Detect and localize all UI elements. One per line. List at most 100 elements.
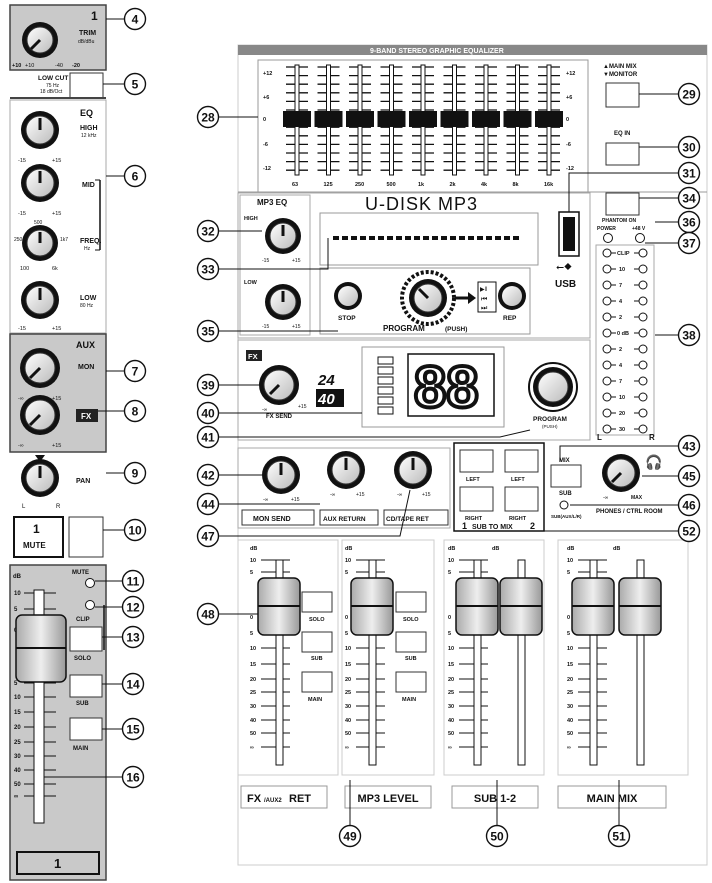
sub-button[interactable]	[301, 631, 333, 653]
stop-button[interactable]	[334, 282, 362, 310]
mute-button-frame[interactable]	[13, 516, 64, 558]
mp3-section: MP3 EQ HIGH -15 +15 LOW -15 +15 U-DISK M…	[237, 192, 591, 339]
lowcut-slope: 18 dB/Oct	[40, 89, 63, 95]
callout-circle	[196, 401, 220, 425]
geq-band-slider[interactable]	[377, 64, 406, 176]
cd-tape-label: CD/TAPE RET	[386, 516, 429, 523]
eq-mid-label: MID	[82, 182, 95, 189]
clip-label: CLIP	[76, 617, 90, 623]
trim-min-b: +10	[25, 63, 34, 69]
sub1-right-button[interactable]	[459, 486, 494, 512]
callout-circle	[123, 359, 147, 383]
callout-number: 29	[682, 88, 696, 102]
mix-sub-select-button[interactable]	[550, 464, 582, 488]
phantom-button[interactable]	[605, 192, 640, 216]
main-mix-monitor-button[interactable]	[605, 82, 640, 108]
main-button[interactable]	[69, 717, 103, 741]
mp3-eq-label: MP3 EQ	[257, 198, 287, 207]
mon-send-knob[interactable]	[262, 456, 300, 494]
sub2-right-button[interactable]	[504, 486, 539, 512]
fader-tick-label: 10	[250, 646, 256, 652]
fader-tick-label: 15	[567, 662, 573, 668]
geq-band-slider[interactable]	[472, 64, 500, 176]
fader-db-label: dB	[492, 546, 499, 552]
eq-freq-min: 250	[14, 237, 23, 243]
eq-in-button[interactable]	[605, 142, 640, 166]
phones-knob[interactable]	[602, 454, 640, 492]
repeat-button[interactable]	[498, 282, 526, 310]
aux-return-knob[interactable]	[327, 451, 365, 489]
meter-level-label: 7	[619, 283, 622, 289]
mp3-low-knob[interactable]	[265, 284, 301, 320]
fader-slot	[589, 559, 598, 766]
geq-title-bar	[238, 45, 707, 55]
callout-number: 10	[128, 524, 142, 538]
fader-slot	[368, 559, 377, 766]
solo-button[interactable]	[69, 626, 103, 652]
fader-cap[interactable]	[499, 577, 543, 636]
callout-circle	[338, 824, 362, 848]
aux-mon-min: -∞	[18, 396, 24, 402]
solo-button[interactable]	[301, 591, 333, 613]
meter-led-right	[638, 376, 648, 386]
fx-preset-bar	[377, 396, 394, 405]
meter-led-left	[602, 248, 612, 258]
main-button[interactable]	[301, 671, 333, 693]
meter-led-left	[602, 264, 612, 274]
callout-circle	[677, 231, 701, 255]
fader-cap[interactable]	[350, 577, 394, 636]
geq-band-slider[interactable]	[346, 64, 374, 176]
mp3-high-knob[interactable]	[265, 218, 301, 254]
sub-button[interactable]	[395, 631, 427, 653]
aux-mon-knob[interactable]	[20, 348, 60, 388]
channel-fader-cap[interactable]	[15, 614, 67, 683]
eq-low-knob[interactable]	[21, 281, 59, 319]
fader-tick-label: 5	[567, 570, 570, 576]
geq-band-slider[interactable]	[314, 64, 343, 176]
lowcut-button[interactable]	[69, 72, 104, 99]
solo-label: SOLO	[74, 656, 91, 662]
program-push-knob[interactable]	[400, 270, 456, 326]
aux-fx-knob[interactable]	[20, 395, 60, 435]
fader-tick-label: 5	[345, 570, 348, 576]
fx-send-max: +15	[298, 404, 307, 410]
callout-number: 28	[201, 111, 215, 125]
sub1-left-button[interactable]	[459, 449, 494, 473]
geq-band-slider[interactable]	[409, 64, 437, 176]
sub2-left-button[interactable]	[504, 449, 539, 473]
geq-scale-right-label: -12	[566, 166, 574, 172]
mp3-low-label: LOW	[244, 280, 258, 286]
geq-band-slider[interactable]	[440, 64, 469, 176]
eq-high-knob[interactable]	[21, 111, 59, 149]
fader-cap[interactable]	[618, 577, 662, 636]
eq-mid-knob[interactable]	[21, 164, 59, 202]
fx-program-knob[interactable]	[528, 362, 578, 412]
fx-send-knob[interactable]	[259, 365, 299, 405]
main-button[interactable]	[395, 671, 427, 693]
solo-button[interactable]	[395, 591, 427, 613]
trim-knob[interactable]	[22, 22, 58, 58]
cd-tape-knob[interactable]	[394, 451, 432, 489]
main-mix-label: ▲MAIN MIX	[603, 64, 637, 70]
geq-band-slider[interactable]	[503, 64, 532, 176]
pan-knob[interactable]	[21, 459, 59, 497]
callout-circle	[121, 765, 145, 789]
geq-band-slider[interactable]	[535, 64, 563, 176]
aux-fx-min: -∞	[18, 443, 24, 449]
sub2-left-label: LEFT	[511, 477, 525, 483]
callout-circle	[196, 219, 220, 243]
fader-cap[interactable]	[257, 577, 301, 636]
callout-circle	[196, 602, 220, 626]
fader-cap[interactable]	[571, 577, 615, 636]
meter-led-left	[602, 424, 612, 434]
fader-tick-label: 10	[345, 558, 351, 564]
fader-db-label: dB	[448, 546, 455, 552]
mp3-low-max: +15	[292, 324, 301, 330]
trim-max-b: -20	[72, 63, 80, 69]
sub-button[interactable]	[69, 674, 103, 698]
geq-band-slider[interactable]	[283, 64, 311, 176]
fader-cap[interactable]	[455, 577, 499, 636]
meter-led-left	[602, 408, 612, 418]
eq-freq-knob[interactable]	[22, 225, 58, 261]
